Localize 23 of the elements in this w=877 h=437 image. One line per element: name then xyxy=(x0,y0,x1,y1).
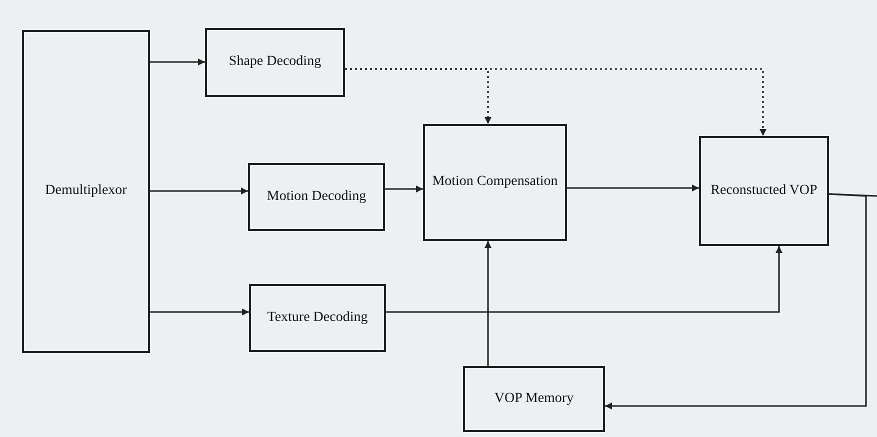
process-box xyxy=(699,136,829,246)
box-label: Motion Compensation xyxy=(432,173,558,192)
box-label: VOP Memory xyxy=(494,390,574,408)
dotted-arrow xyxy=(345,68,766,136)
process-box xyxy=(463,366,605,432)
process-box xyxy=(423,124,567,241)
arrow xyxy=(605,193,867,410)
process-box xyxy=(22,30,150,353)
arrow xyxy=(386,246,782,313)
box-label: Demultiplexor xyxy=(45,182,127,200)
box-label: Shape Decoding xyxy=(228,53,322,72)
process-box xyxy=(248,163,385,231)
arrow xyxy=(385,186,423,192)
arrow xyxy=(150,188,248,194)
box-label: Reconstucted VOP xyxy=(710,182,818,200)
process-box xyxy=(205,28,345,97)
box-label: Motion Decoding xyxy=(266,188,366,206)
arrow xyxy=(150,58,205,66)
arrow xyxy=(484,241,492,366)
process-box xyxy=(249,284,386,352)
box-label: Texture Decoding xyxy=(267,308,368,327)
arrow xyxy=(567,184,699,192)
arrow xyxy=(150,308,249,316)
